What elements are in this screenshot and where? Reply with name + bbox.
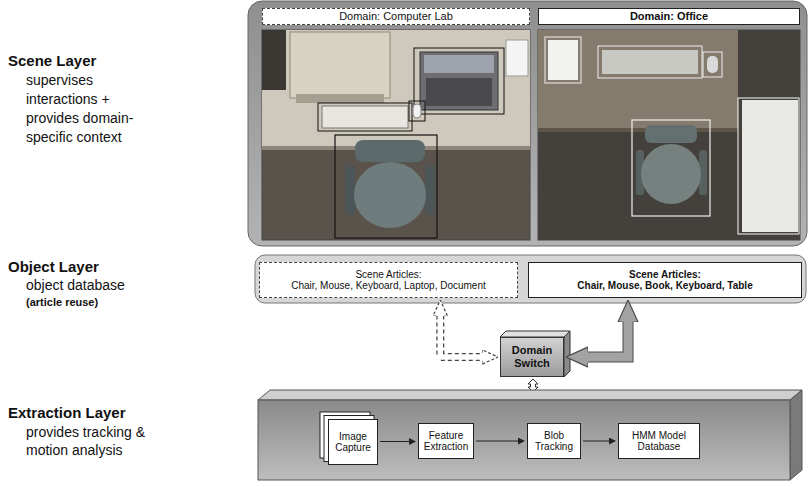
desk-surface	[262, 30, 530, 148]
object-box	[409, 101, 425, 121]
bar-top-face	[258, 390, 802, 400]
node-text: Chair, Mouse, Book, Keyboard, Table	[577, 280, 752, 292]
layer-title: Object Layer	[8, 258, 99, 276]
laptop	[420, 52, 498, 110]
flow-arrow	[476, 441, 519, 442]
scene-panel	[248, 1, 807, 246]
process-box: Blob Tracking	[527, 423, 581, 459]
layer-title: Scene Layer	[8, 52, 96, 70]
keyboard	[322, 106, 408, 128]
flow-arrow	[380, 441, 410, 442]
object-box	[703, 52, 722, 77]
node-text: Scene Articles:	[629, 269, 701, 281]
node-text: Domain Switch	[503, 344, 561, 369]
flow-arrow	[440, 316, 482, 358]
node-text: Domain: Computer Lab	[339, 10, 453, 23]
document	[506, 40, 528, 76]
article-box: Scene Articles:Chair, Mouse, Book, Keybo…	[528, 262, 802, 298]
bar-side-face	[790, 390, 802, 480]
desk-surface	[538, 30, 738, 130]
monitor-back	[290, 32, 390, 98]
node-text: Scene Articles:	[355, 269, 421, 281]
object-box	[632, 120, 710, 216]
mouse	[707, 56, 718, 73]
process-box: HMM Model Database	[618, 423, 700, 459]
process-box: Feature Extraction	[418, 423, 474, 459]
laptop-keys	[426, 78, 492, 106]
switch-side-face	[564, 331, 570, 377]
switch-box: Domain Switch	[500, 337, 564, 377]
object-box	[598, 46, 702, 78]
object-box	[335, 135, 437, 238]
mouse	[413, 104, 421, 118]
object-box	[318, 103, 412, 131]
chair-seat	[641, 144, 701, 204]
layer-description: provides tracking & motion analysis	[26, 423, 166, 459]
node-text: Image Capture	[331, 431, 375, 454]
chair-seat	[354, 162, 426, 228]
node-text: Domain: Office	[630, 10, 708, 23]
arrow-outline	[588, 322, 629, 358]
flow-arrow	[588, 322, 629, 358]
chair-back	[645, 125, 697, 143]
node-text: Feature Extraction	[421, 430, 471, 453]
photo-frame	[262, 30, 530, 240]
object-box	[414, 48, 504, 114]
object-box	[545, 37, 581, 83]
object-box	[738, 98, 799, 234]
desk-edge	[538, 128, 738, 132]
extraction-bar	[258, 400, 790, 480]
article-box: Scene Articles:Chair, Mouse, Keyboard, L…	[259, 262, 518, 298]
layer-note: (article reuse)	[26, 295, 98, 309]
process-box: Image Capture	[328, 419, 378, 465]
keyboard	[602, 50, 698, 74]
node-text: Blob Tracking	[530, 430, 578, 453]
layer-description: object database	[26, 277, 125, 294]
domain-header: Domain: Office	[538, 8, 800, 25]
layer-description: supervises interactions + provides domai…	[26, 71, 156, 147]
flow-arrow	[583, 441, 610, 442]
shelf-shadow	[262, 30, 286, 90]
layer-title: Extraction Layer	[8, 404, 126, 422]
monitor-front	[296, 94, 384, 103]
arrow-outline	[440, 316, 482, 358]
document	[548, 40, 578, 80]
object-panel	[255, 255, 806, 303]
photo-frame	[538, 30, 800, 240]
node-text: Chair, Mouse, Keyboard, Laptop, Document	[291, 280, 486, 292]
table	[742, 100, 798, 232]
chair-arm	[345, 165, 355, 215]
chair-arm	[425, 165, 435, 215]
laptop-screen	[424, 55, 494, 73]
node-text: HMM Model Database	[621, 430, 697, 453]
chair-back	[355, 140, 425, 162]
domain-header: Domain: Computer Lab	[262, 8, 530, 25]
